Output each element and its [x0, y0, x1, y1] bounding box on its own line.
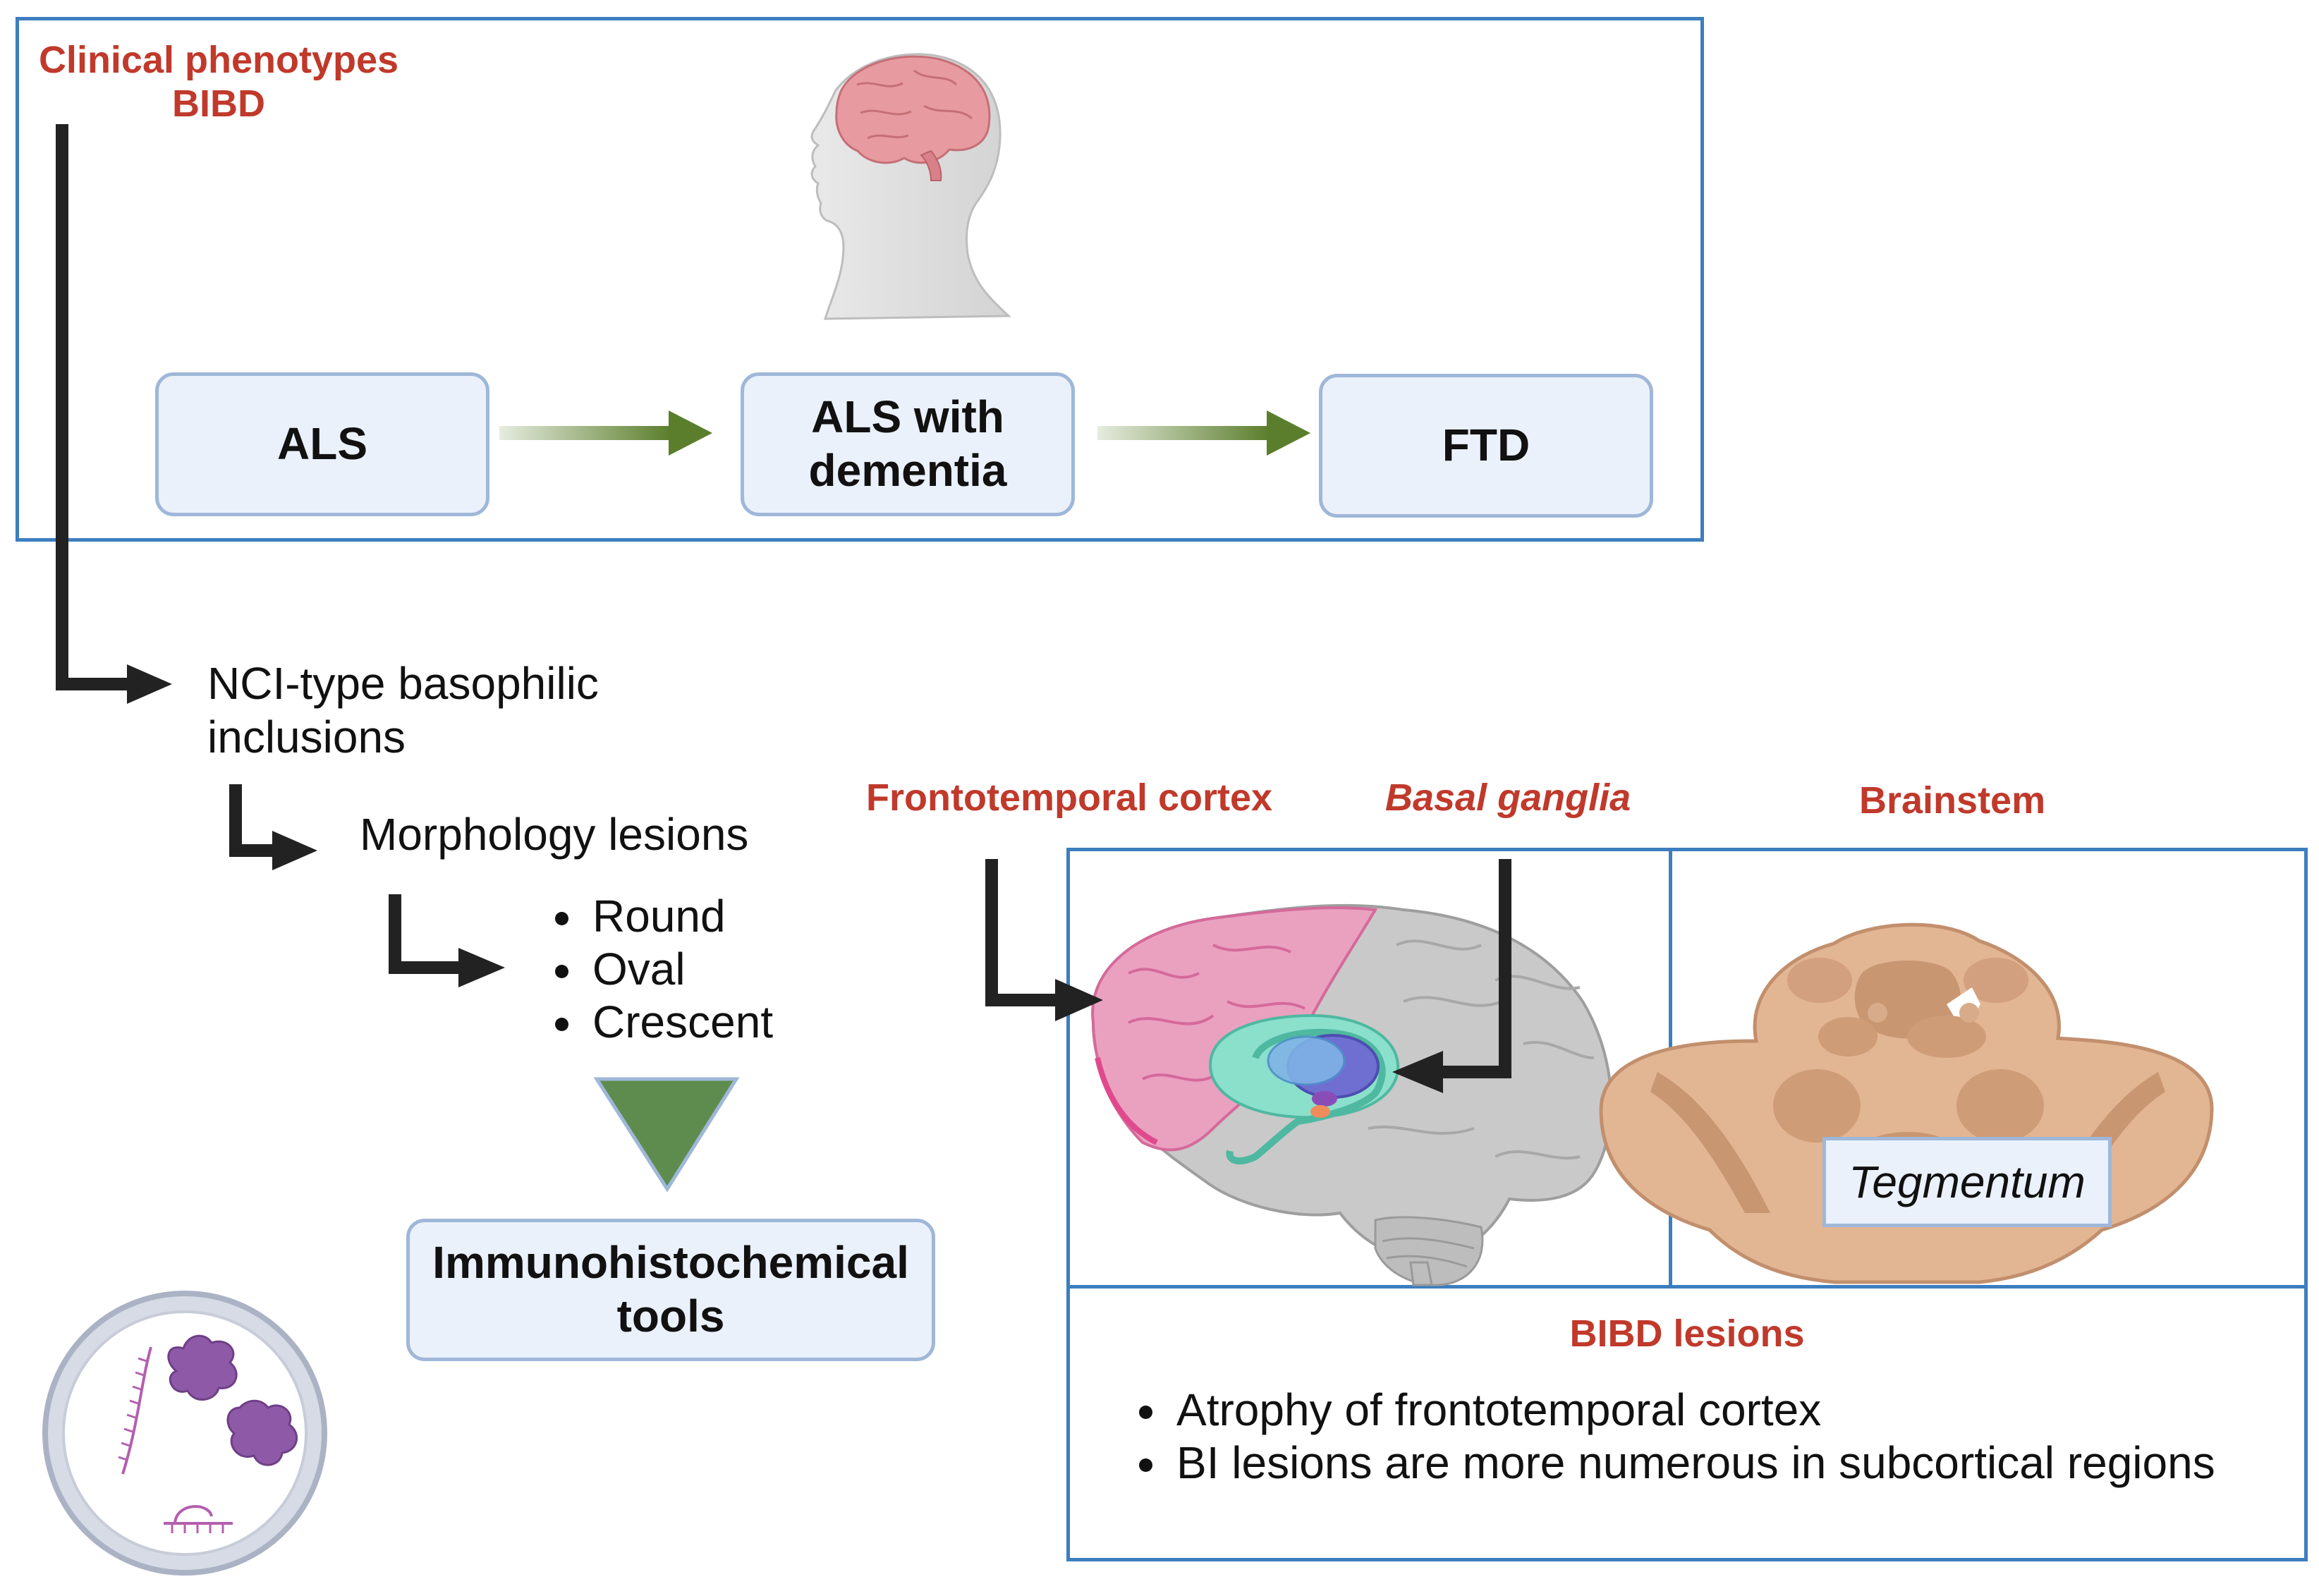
immunohistochemical-tools-box: Immunohistochemical tools	[406, 1219, 935, 1361]
arrowhead-inclusions	[127, 664, 172, 704]
immunohistochemical-tools-label: Immunohistochemical tools	[432, 1237, 909, 1341]
lesion-item: BI lesions are more numerous in subcorti…	[1171, 1437, 2319, 1490]
clinical-phenotypes-title-line1: Clinical phenotypes	[38, 39, 399, 81]
lesions-panel-divider	[1066, 1285, 2308, 1289]
clinical-phenotypes-title-line2: BIBD	[172, 83, 265, 125]
connector-morphology-to-shapes	[389, 894, 463, 974]
bibd-lesions-title: BIBD lesions	[1569, 1312, 1805, 1355]
lesion-item: Atrophy of frontotemporal cortex	[1171, 1384, 2319, 1437]
frontotemporal-cortex-title: Frontotemporal cortex	[866, 776, 1273, 819]
tegmentum-label: Tegmentum	[1849, 1157, 2086, 1207]
stage-als-dementia-box: ALS with dementia	[741, 372, 1075, 516]
stage-als-label: ALS	[277, 418, 367, 470]
stage-ftd-label: FTD	[1442, 420, 1530, 471]
brain-panel-divider	[1669, 848, 1672, 1288]
down-triangle-icon	[593, 1077, 740, 1193]
connector-frontotemporal	[985, 859, 1058, 1006]
shape-item: Oval	[587, 943, 773, 996]
tegmentum-label-box: Tegmentum	[1822, 1137, 2112, 1227]
brain-regions-frame	[1066, 848, 2308, 1561]
inclusions-heading: NCI-type basophilic inclusions	[207, 658, 599, 762]
stage-als-box: ALS	[155, 372, 489, 516]
bibd-lesions-list: Atrophy of frontotemporal cortex BI lesi…	[1114, 1384, 2319, 1490]
stage-ftd-box: FTD	[1319, 374, 1653, 518]
basal-ganglia-title: Basal ganglia	[1385, 776, 1631, 819]
arrowhead-morphology	[272, 831, 317, 870]
shape-item: Round	[587, 890, 773, 943]
connector-inclusions-to-morphology	[229, 784, 276, 857]
clinical-phenotypes-frame	[16, 17, 1704, 542]
shape-item: Crescent	[587, 996, 773, 1049]
stage-als-dementia-label: ALS with dementia	[808, 391, 1007, 496]
brainstem-title: Brainstem	[1859, 779, 2046, 822]
shape-list: Round Oval Crescent	[530, 890, 773, 1049]
morphology-label: Morphology lesions	[360, 809, 749, 860]
arrowhead-shapes	[458, 948, 505, 987]
clinical-phenotypes-title: Clinical phenotypes BIBD	[21, 38, 416, 126]
